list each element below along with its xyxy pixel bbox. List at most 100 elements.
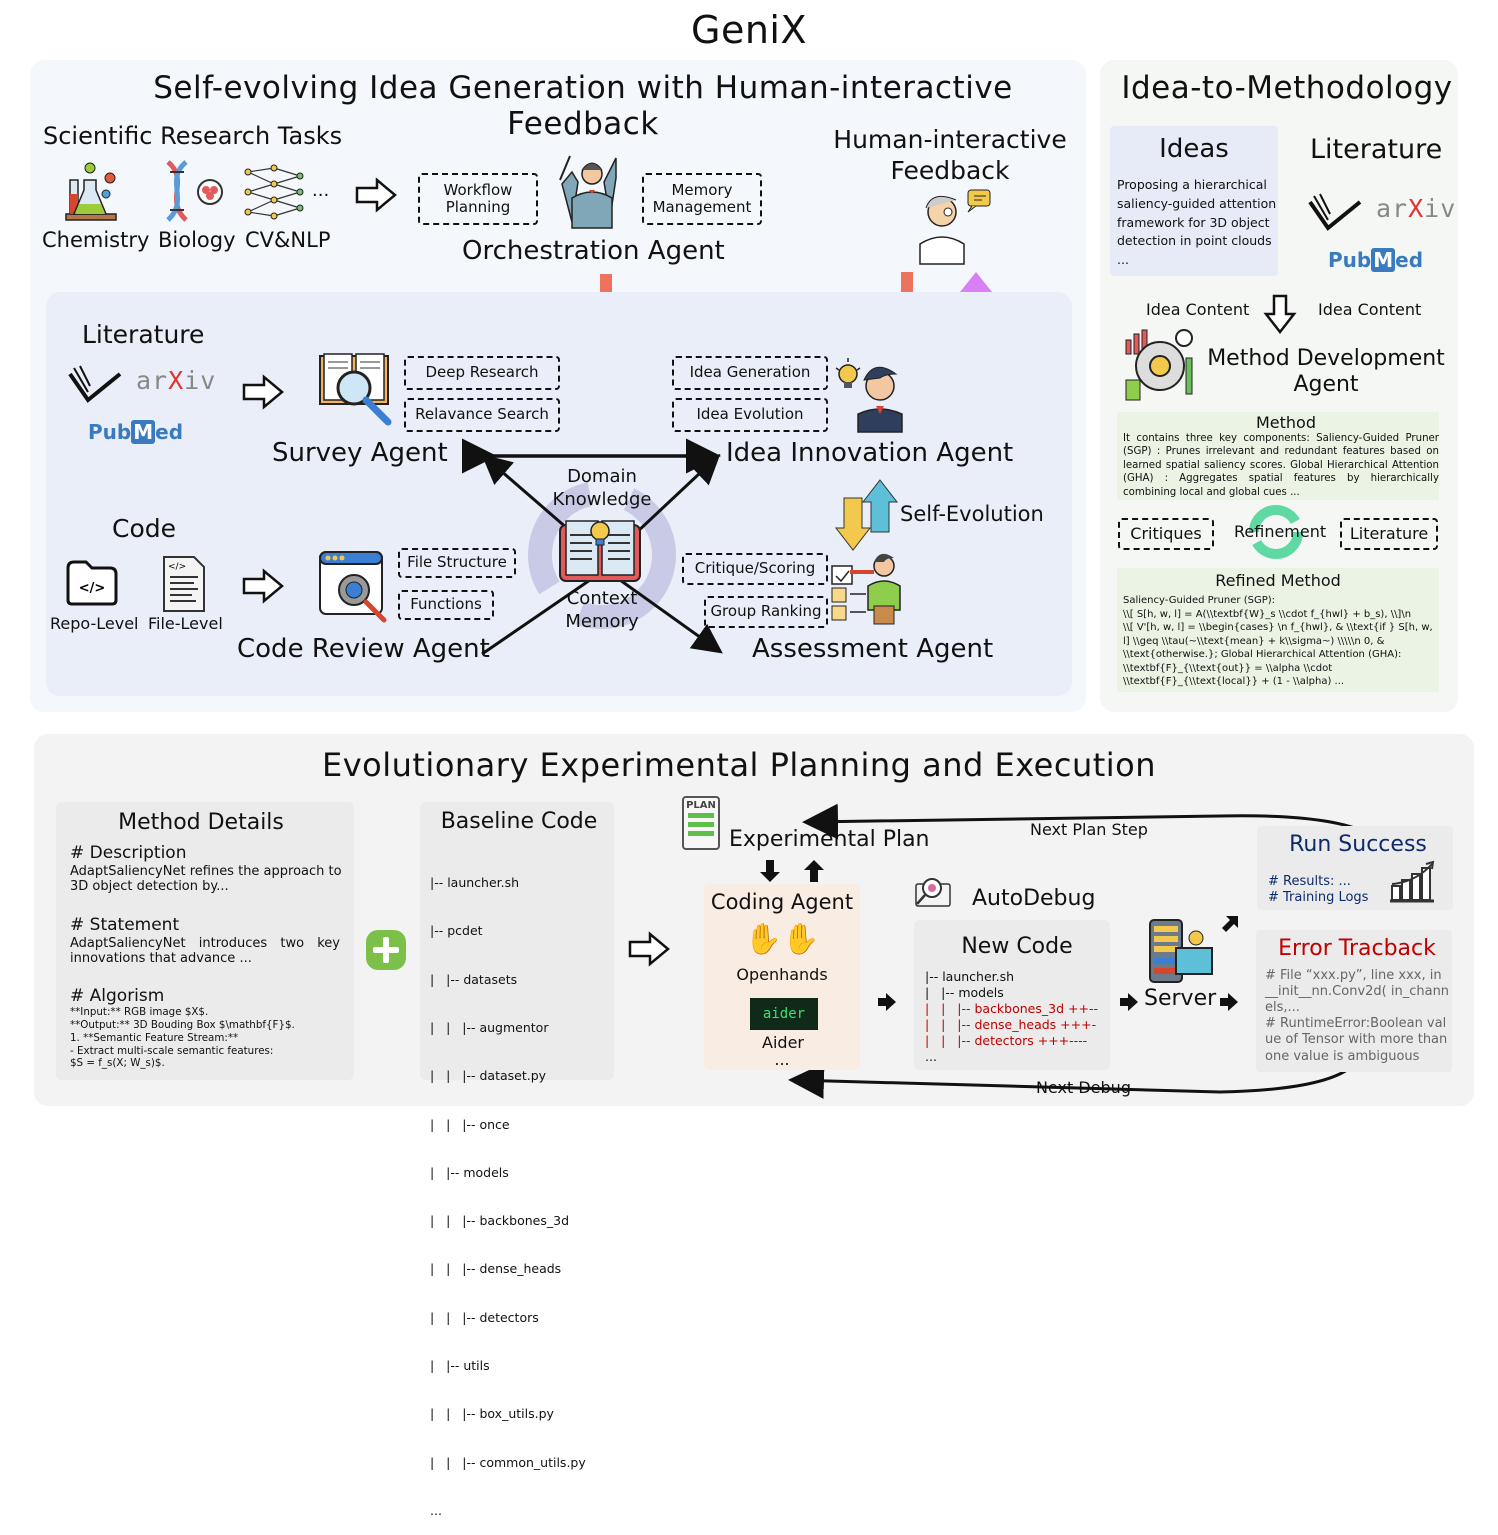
method-development-icon [1125, 329, 1193, 401]
arrow-up-right-success-icon [1222, 916, 1238, 932]
literature-box: Literature [1340, 518, 1438, 550]
new-code-card [914, 920, 1110, 1070]
hollow-arrow-right-icon [355, 177, 397, 213]
repo-folder-icon: </> [66, 560, 118, 606]
chemistry-icon [65, 162, 117, 221]
code-review-agent-label: Code Review Agent [237, 634, 490, 664]
cross-arrows [462, 438, 723, 656]
openhands-label: Openhands [736, 965, 828, 984]
new-code-tree: |-- launcher.sh| |-- models| | |-- backb… [925, 969, 1098, 1065]
assessor-icon [831, 553, 901, 625]
task-cv-nlp: CV&NLP [245, 228, 331, 252]
hollow-arrow-survey-icon [242, 374, 284, 410]
algorism-lines: **Input:** RGB image $X$. **Output:** 3D… [70, 1006, 295, 1070]
svg-text:</>: </> [79, 581, 106, 596]
server-icon [1149, 919, 1213, 983]
plan-icon: PLAN [682, 796, 720, 850]
coding-agent-heading: Coding Agent [710, 890, 854, 914]
baseline-code-tree: |-- launcher.sh |-- pcdet | |-- datasets… [430, 875, 586, 1518]
arrow-right-server-icon [1120, 993, 1138, 1011]
next-debug-label: Next Debug [1036, 1078, 1131, 1097]
error-traceback-heading: Error Tracback [1278, 936, 1436, 961]
code-review-gear-icon [319, 551, 387, 623]
idea-innovator-icon [835, 358, 903, 433]
idea-generation-title: Self-evolving Idea Generation with Human… [153, 70, 1013, 142]
cycle-arrows-background-icon [528, 481, 676, 629]
new-code-line: |-- launcher.sh [925, 969, 1015, 984]
new-code-line: | |-- models [925, 985, 1004, 1000]
relevance-search-box: Relavance Search [404, 398, 560, 432]
method-details-heading: Method Details [118, 810, 284, 835]
knowledge-book-bulb-icon [559, 520, 641, 582]
method-arxiv-logo: arXiv [1376, 194, 1457, 223]
openhands-hands-icon: ✋✋ [744, 922, 820, 957]
run-success-lines: # Results: ... # Training Logs [1268, 874, 1369, 906]
hollow-arrow-code-review-icon [242, 568, 284, 604]
hollow-arrow-to-coding-icon [628, 931, 670, 967]
method-text: It contains three key components: Salien… [1123, 433, 1439, 498]
next-plan-step-label: Next Plan Step [1030, 820, 1148, 839]
hollow-arrow-down-icon [1263, 294, 1297, 335]
survey-agent-label: Survey Agent [272, 438, 448, 468]
experimental-title: Evolutionary Experimental Planning and E… [321, 746, 1157, 784]
idea-content-left: Idea Content [1146, 300, 1250, 319]
method-card [1117, 412, 1439, 500]
self-evolution-arrows-icon [834, 479, 899, 551]
refined-method-card [1117, 568, 1439, 692]
idea-innovation-agent-label: Idea Innovation Agent [726, 438, 1014, 468]
biology-dna-icon [166, 160, 223, 222]
method-heading: Method [1255, 413, 1316, 432]
conductor-icon [559, 155, 617, 229]
arrow-right-result-icon [1220, 993, 1238, 1011]
run-success-heading: Run Success [1289, 832, 1427, 857]
aider-logo: aider [750, 998, 818, 1030]
task-biology: Biology [158, 228, 236, 252]
plus-icon [366, 930, 406, 970]
code-heading: Code [112, 514, 177, 543]
refinement-label: Refinement [1234, 522, 1327, 541]
method-literature-heading: Literature [1310, 134, 1443, 165]
baseline-code-heading: Baseline Code [440, 809, 598, 834]
tasks-heading: Scientific Research Tasks [43, 122, 343, 150]
orchestration-agent-label: Orchestration Agent [462, 236, 725, 266]
new-code-line: ... [925, 1049, 937, 1064]
error-traceback-text: # File “xxx.py”, line xxx, in __init__nn… [1265, 968, 1450, 1064]
aider-label: Aider [762, 1033, 804, 1052]
new-code-heading: New Code [961, 934, 1073, 959]
refinement-cycle-icon [1249, 505, 1303, 559]
ideas-heading: Ideas [1159, 134, 1229, 164]
method-details-card [56, 802, 354, 1080]
new-code-line: | | |-- detectors +++---- [925, 1033, 1088, 1048]
self-evolution-label: Self-Evolution [900, 502, 1044, 526]
critique-scoring-box: Critique/Scoring [682, 553, 828, 585]
coding-more: ... [774, 1050, 790, 1069]
group-ranking-box: Group Ranking [704, 596, 828, 628]
ideas-card [1110, 126, 1278, 276]
critiques-box: Critiques [1118, 518, 1214, 550]
survey-book-magnifier-icon [319, 353, 392, 426]
memory-management-box: Memory Management [642, 173, 762, 225]
method-literature-book-logo-icon [1308, 193, 1362, 231]
coding-agent-card [704, 884, 860, 1070]
code-file-icon: </> [163, 556, 205, 612]
literature-heading: Literature [82, 320, 205, 349]
baseline-code-card [420, 802, 614, 1080]
main-title: GeniX [691, 8, 807, 52]
svg-text:</>: </> [168, 562, 186, 572]
repo-level-label: Repo-Level [50, 614, 139, 633]
literature-book-logo-icon [68, 365, 122, 403]
autodebug-icon [915, 878, 951, 907]
workflow-planning-box: Workflow Planning [418, 173, 538, 225]
idea-to-method-title: Idea-to-Methodology [1121, 70, 1453, 106]
file-level-label: File-Level [148, 614, 223, 633]
statement-text: AdaptSaliencyNet introduces two key inno… [70, 936, 340, 967]
description-heading: # Description [70, 843, 187, 863]
deep-research-box: Deep Research [404, 356, 560, 390]
idea-content-right: Idea Content [1318, 300, 1422, 319]
method-development-agent-label: Method Development Agent [1207, 346, 1445, 398]
idea-evolution-box: Idea Evolution [672, 398, 828, 432]
human-feedback-label: Human-interactive Feedback [833, 125, 1067, 186]
human-scientist-icon [919, 189, 991, 265]
